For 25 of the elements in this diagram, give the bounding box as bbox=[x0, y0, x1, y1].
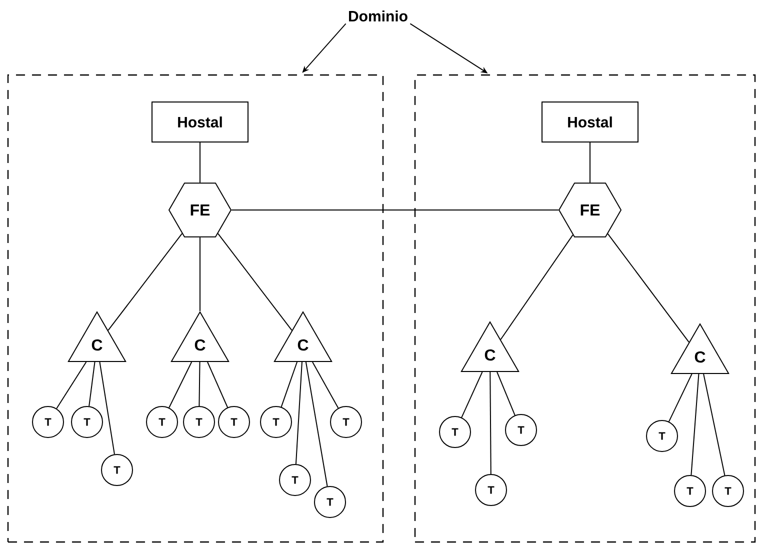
connector-line bbox=[312, 362, 339, 409]
connector-line bbox=[607, 233, 690, 343]
connector-line bbox=[496, 372, 516, 416]
connector-line bbox=[99, 362, 115, 455]
connector-line bbox=[280, 362, 298, 408]
connector-line bbox=[461, 372, 483, 418]
host-box: Hostal bbox=[542, 102, 638, 142]
dashed-region bbox=[7, 74, 384, 543]
host-box: Hostal bbox=[152, 102, 248, 142]
connector-line bbox=[500, 234, 574, 340]
connector-line bbox=[690, 374, 700, 476]
connector-line bbox=[198, 362, 200, 406]
connector-line bbox=[703, 374, 726, 476]
connector-line bbox=[490, 372, 492, 474]
connector-line bbox=[207, 362, 228, 408]
connector-line bbox=[668, 374, 692, 422]
connector-line bbox=[108, 233, 183, 331]
connector-line bbox=[295, 362, 302, 465]
connector-line bbox=[88, 362, 96, 407]
domain-label: Dominio bbox=[349, 10, 408, 22]
connector-line bbox=[305, 362, 328, 487]
connector-line bbox=[56, 362, 87, 409]
dashed-region bbox=[414, 74, 756, 543]
connector-line bbox=[217, 233, 292, 331]
connector-line bbox=[168, 362, 192, 408]
